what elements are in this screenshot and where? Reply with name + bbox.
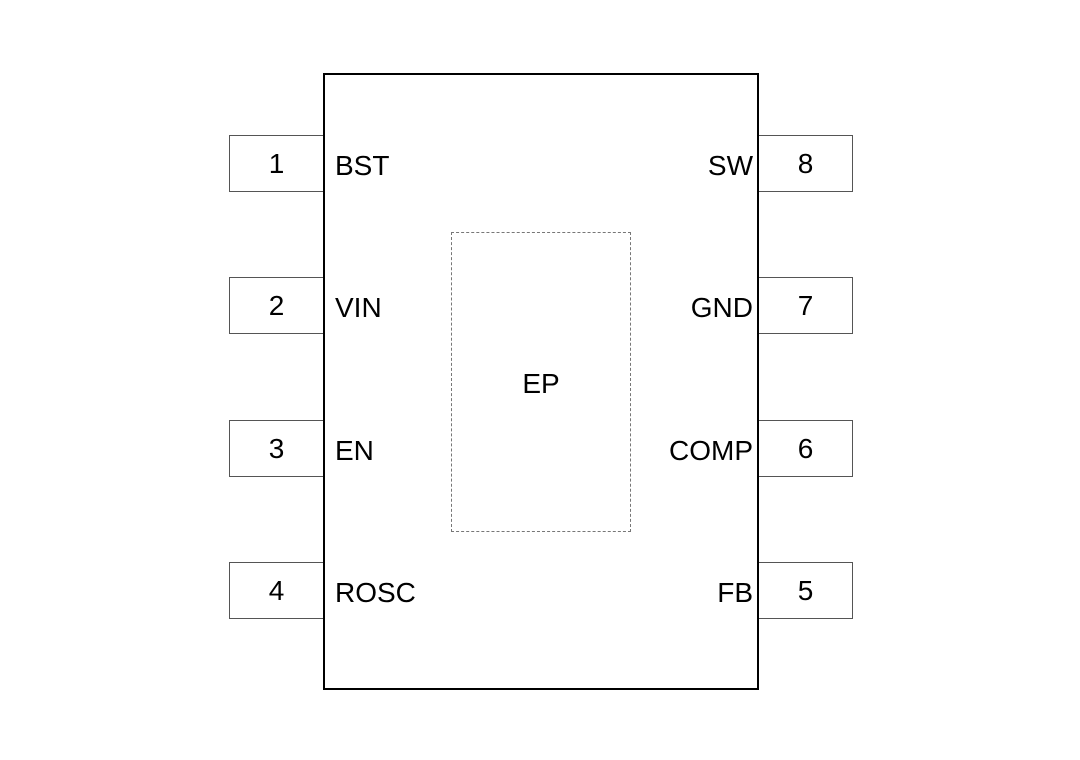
pin-7-label: GND [690, 292, 753, 323]
pin-4: 4 [229, 562, 323, 619]
ic-package-body [323, 73, 759, 690]
pin-7: 7 [759, 277, 853, 334]
pin-1-label: BST [335, 150, 390, 181]
pin-6-label: COMP [669, 435, 753, 466]
pin-8: 8 [759, 135, 853, 192]
pin-1: 1 [229, 135, 323, 192]
exposed-pad: EP [451, 232, 631, 532]
pin-6: 6 [759, 420, 853, 477]
exposed-pad-label: EP [522, 368, 560, 399]
pin-5: 5 [759, 562, 853, 619]
pin-3: 3 [229, 420, 323, 477]
pin-5-label: FB [717, 577, 753, 608]
pin-8-label: SW [707, 150, 753, 181]
pin-3-label: EN [335, 435, 374, 466]
pin-2-label: VIN [335, 292, 382, 323]
pin-2: 2 [229, 277, 323, 334]
pin-4-label: ROSC [335, 577, 416, 608]
